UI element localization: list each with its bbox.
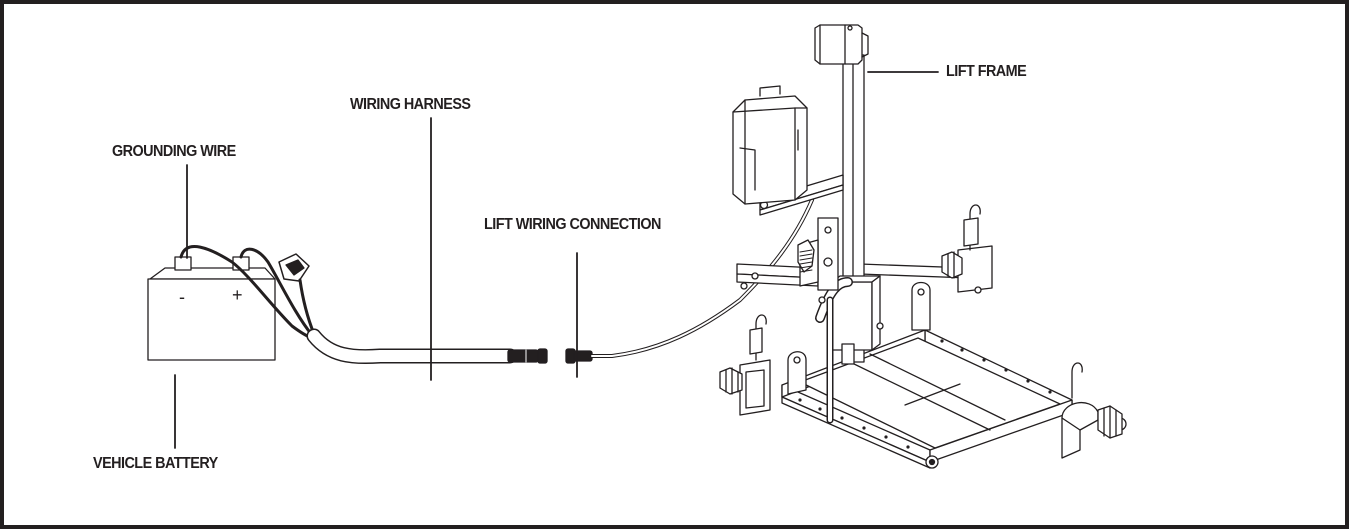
grounding-wire-label: GROUNDING WIRE bbox=[112, 143, 236, 160]
lift-frame-label: LIFT FRAME bbox=[946, 63, 1027, 80]
positive-terminal-mark: + bbox=[232, 285, 243, 305]
vehicle-battery-drawing bbox=[147, 256, 276, 361]
vehicle-battery-label: VEHICLE BATTERY bbox=[93, 455, 218, 472]
wiring-harness-label: WIRING HARNESS bbox=[350, 96, 471, 113]
callout-leaders bbox=[174, 71, 939, 449]
wiring-harness-drawing bbox=[306, 198, 814, 365]
battery-cables bbox=[179, 245, 316, 340]
negative-terminal-mark: - bbox=[179, 287, 185, 307]
lift-wiring-connection-label: LIFT WIRING CONNECTION bbox=[484, 216, 661, 233]
lift-assembly-drawing bbox=[719, 24, 1127, 469]
